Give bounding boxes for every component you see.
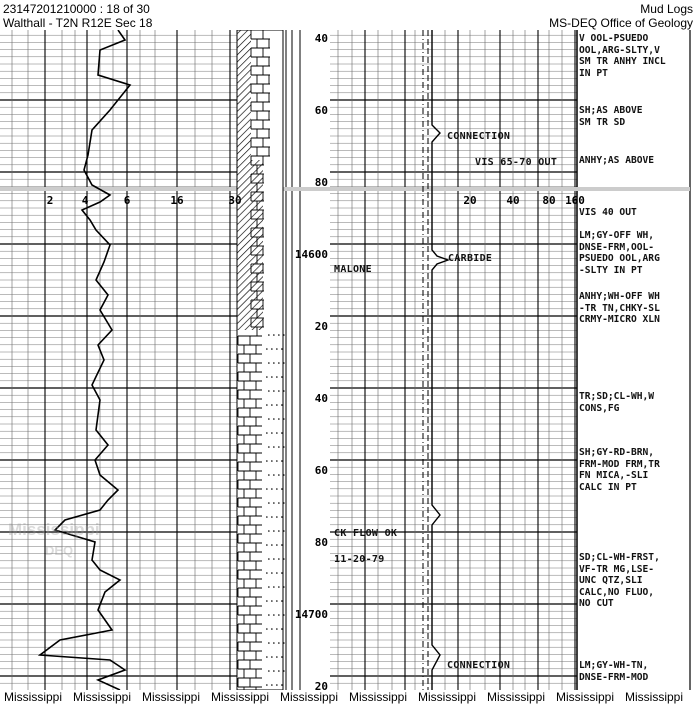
description-line: VIS 40 OUT	[579, 207, 637, 219]
description-line: V OOL-PSUEDO	[579, 33, 666, 45]
description-line: UNC QTZ,SLI	[579, 575, 660, 587]
description-line: -SLTY IN PT	[579, 264, 660, 276]
depth-labels: 40 60 80 14600 20 40 60 80 14700 20	[295, 32, 328, 690]
annotation-flow-check: CK FLOW OK	[334, 528, 398, 539]
description-line: LM;GY-OFF WH,	[579, 230, 660, 242]
description-line: DNSE-FRM-MOD	[579, 671, 649, 683]
footer-watermark: Mississippi	[211, 690, 270, 704]
depth-label: 14700	[295, 608, 328, 621]
description-line: IN PT	[579, 67, 666, 79]
description-line: FRM-MOD FRM,TR	[579, 458, 660, 470]
mud-log-chart: 40 60 80 14600 20 40 60 80 14700 20 2 4 6 16 30 20 40 80…	[0, 30, 691, 690]
lithology-description: VIS 40 OUT	[579, 207, 637, 219]
footer-watermark: Mississippi	[625, 690, 684, 704]
footer-watermark: Mississippi	[418, 690, 477, 704]
watermark-text: Mississippi	[8, 520, 100, 539]
lithology-description: LM;GY-WH-TN,DNSE-FRM-MOD	[579, 660, 649, 683]
description-line: ANHY;WH-OFF WH	[579, 291, 660, 303]
description-line: SM TR ANHY INCL	[579, 56, 666, 68]
depth-label: 40	[315, 32, 328, 45]
left-scale-label: 16	[170, 194, 184, 207]
document-type: Mud Logs	[640, 2, 693, 16]
lithology-description: LM;GY-OFF WH,DNSE-FRM,OOL-PSUEDO OOL,ARG…	[579, 230, 660, 276]
description-line: -TR TN,CHKY-SL	[579, 302, 660, 314]
depth-label: 20	[315, 680, 328, 690]
annotation-connection: CONNECTION	[447, 131, 511, 142]
description-line: NO CUT	[579, 598, 660, 610]
footer-watermark: Mississippi	[73, 690, 132, 704]
gas-curve	[37, 30, 132, 690]
description-line: VF-TR MG,LSE-	[579, 563, 660, 575]
scale-labels: 2 4 6 16 30 20 40 80 160	[47, 194, 585, 207]
description-line: CONS,FG	[579, 402, 655, 414]
agency-name: MS-DEQ Office of Geology	[549, 16, 693, 30]
description-line: PSUEDO OOL,ARG	[579, 253, 660, 265]
depth-label: 60	[315, 104, 328, 117]
footer-watermark: Mississippi	[142, 690, 201, 704]
left-scale-label: 4	[82, 194, 89, 207]
description-line: LM;GY-WH-TN,	[579, 660, 649, 672]
log-grid	[0, 30, 691, 690]
well-location: Walthall - T2N R12E Sec 18	[3, 16, 153, 30]
description-line: SM TR SD	[579, 116, 643, 128]
description-line: SD;CL-WH-FRST,	[579, 552, 660, 564]
right-scale-label: 20	[463, 194, 476, 207]
description-line: SH;GY-RD-BRN,	[579, 447, 660, 459]
footer-watermark: Mississippi	[280, 690, 339, 704]
depth-label: 40	[315, 392, 328, 405]
right-scale-label: 40	[506, 194, 519, 207]
footer-watermark: Mississippi	[4, 690, 63, 704]
document-id: 23147201210000 : 18 of 30	[3, 2, 150, 16]
depth-label: 80	[315, 536, 328, 549]
footer-watermark: Mississippi	[556, 690, 615, 704]
description-line: DNSE-FRM,OOL-	[579, 241, 660, 253]
description-line: ANHY;AS ABOVE	[579, 155, 655, 167]
annotation-connection: CONNECTION	[447, 660, 511, 671]
rop-curve	[431, 30, 451, 690]
description-line: TR;SD;CL-WH,W	[579, 391, 655, 403]
footer-watermark: Mississippi	[349, 690, 408, 704]
depth-label: 20	[315, 320, 328, 333]
description-line: CALC,NO FLUO,	[579, 586, 660, 598]
annotation-carbide: CARBIDE	[448, 253, 493, 264]
annotation-date: 11-20-79	[334, 554, 385, 565]
depth-label: 60	[315, 464, 328, 477]
right-scale-label: 80	[542, 194, 555, 207]
annotation-vis: VIS 65-70 OUT	[475, 157, 558, 168]
annotation-formation: MALONE	[334, 264, 372, 275]
left-scale-label: 6	[124, 194, 131, 207]
description-line: CALC IN PT	[579, 481, 660, 493]
watermark-text: DEQ	[45, 543, 74, 558]
depth-label: 80	[315, 176, 328, 189]
footer-watermark: Mississippi	[487, 690, 546, 704]
description-line: CRMY-MICRO XLN	[579, 314, 660, 326]
lithology-description: ANHY;AS ABOVE	[579, 155, 655, 167]
description-line: SH;AS ABOVE	[579, 105, 643, 117]
depth-label: 14600	[295, 248, 328, 261]
left-scale-label: 2	[47, 194, 54, 207]
right-scale-label: 160	[565, 194, 585, 207]
lithology-column	[236, 30, 285, 690]
left-scale-label: 30	[228, 194, 241, 207]
description-line: OOL,ARG-SLTY,V	[579, 44, 666, 56]
description-line: FN MICA,-SLI	[579, 470, 660, 482]
